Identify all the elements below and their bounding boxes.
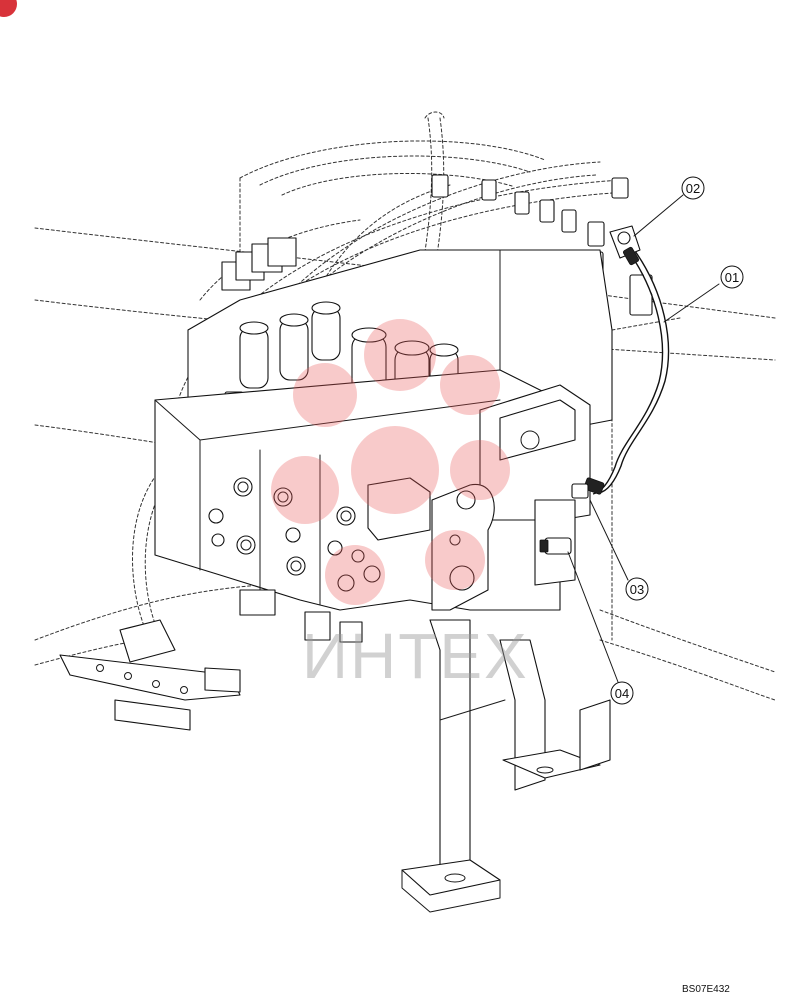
left-bracket-arm bbox=[59, 589, 363, 731]
callout-03: 03 bbox=[625, 577, 649, 601]
callout-label: 02 bbox=[686, 181, 700, 196]
pilot-hose-assembly bbox=[539, 225, 670, 555]
watermark-text: ИНТЕХ bbox=[302, 620, 529, 692]
port-holes bbox=[208, 477, 381, 592]
callout-01: 01 bbox=[720, 265, 744, 289]
callout-leaders bbox=[567, 194, 720, 683]
red-circle-badge-icon bbox=[0, 0, 17, 17]
callout-label: 03 bbox=[630, 582, 644, 597]
stand bbox=[401, 619, 611, 913]
left-plate-stack bbox=[221, 237, 297, 291]
flower-logo-icon bbox=[271, 319, 510, 605]
top-fittings bbox=[431, 174, 653, 316]
drawing-code: BS07E432 bbox=[682, 984, 730, 995]
valve-block-lower bbox=[154, 369, 591, 611]
callout-04: 04 bbox=[610, 681, 634, 705]
callout-label: 04 bbox=[615, 686, 629, 701]
callout-label: 01 bbox=[725, 270, 739, 285]
callout-02: 02 bbox=[681, 176, 705, 200]
